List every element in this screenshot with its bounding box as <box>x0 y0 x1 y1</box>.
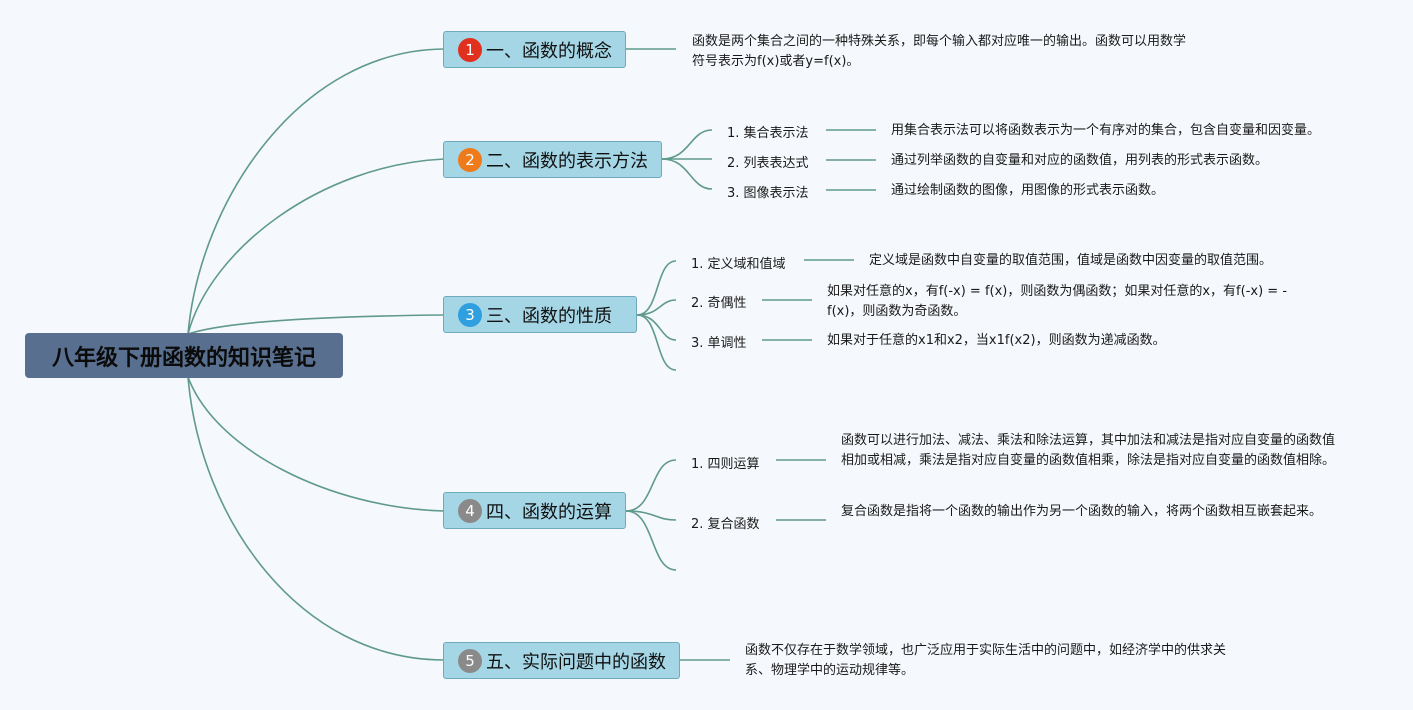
topic-5-title: 五、实际问题中的函数 <box>486 651 666 673</box>
topic-3-item-3-description: 如果对于任意的x1和x2，当x1f(x2)，则函数为递减函数。 <box>827 333 1166 348</box>
connector-topic-2-item-1 <box>661 129 713 160</box>
topic-2-item-2-description: 通过列举函数的自变量和对应的函数值，用列表的形式表示函数。 <box>891 153 1269 168</box>
topic-1-node[interactable]: 1 一、函数的概念 <box>443 31 626 68</box>
number-badge-icon: 4 <box>458 498 482 523</box>
root-node[interactable]: 八年级下册函数的知识笔记 <box>25 333 343 378</box>
root-title: 八年级下册函数的知识笔记 <box>51 345 316 371</box>
number-badge-icon: 1 <box>458 37 482 62</box>
connector-topic-3-item-2 <box>636 299 677 316</box>
topic-2-item-2[interactable]: 2. 列表表达式 <box>727 156 809 171</box>
topic-3-item-1-description: 定义域是函数中自变量的取值范围，值域是函数中因变量的取值范围。 <box>869 253 1273 268</box>
number-badge-icon: 3 <box>458 302 482 327</box>
topic-4-item-2[interactable]: 2. 复合函数 <box>691 517 760 532</box>
connector-root-topic-4 <box>187 376 445 512</box>
topic-3-item-2-description: 如果对任意的x，有f(-x) = f(x)，则函数为偶函数；如果对任意的x，有f… <box>827 284 1288 319</box>
topic-4-item-2-description: 复合函数是指将一个函数的输出作为另一个函数的输入，将两个函数相互嵌套起来。 <box>841 504 1323 519</box>
connector-topic-2-item-3 <box>661 158 713 190</box>
topic-3-item-2[interactable]: 2. 奇偶性 <box>691 296 747 311</box>
number-badge-icon: 2 <box>458 147 482 172</box>
topic-5-node[interactable]: 5 五、实际问题中的函数 <box>443 642 680 679</box>
connector-topic-3-spare <box>636 314 677 371</box>
connector-topic-3-item-1 <box>636 260 677 316</box>
topic-4-item-1-description: 函数可以进行加法、减法、乘法和除法运算，其中加法和减法是指对应自变量的函数值相加… <box>841 433 1336 468</box>
connector-topic-4-item-2 <box>625 510 677 521</box>
topic-3-item-3[interactable]: 3. 单调性 <box>691 336 747 351</box>
topic-2-node[interactable]: 2 二、函数的表示方法 <box>443 141 662 178</box>
connector-topic-4-item-1 <box>625 459 677 512</box>
connector-root-topic-3 <box>187 314 445 335</box>
connector-topic-4-spare <box>625 510 677 571</box>
topic-1-title: 一、函数的概念 <box>486 40 612 62</box>
connector-root-topic-5 <box>187 376 445 661</box>
topic-2-title: 二、函数的表示方法 <box>486 150 648 172</box>
topic-4-item-1[interactable]: 1. 四则运算 <box>691 457 760 472</box>
topic-1-description: 函数是两个集合之间的一种特殊关系，即每个输入都对应唯一的输出。函数可以用数学符号… <box>692 34 1187 69</box>
topic-2-item-3-description: 通过绘制函数的图像，用图像的形式表示函数。 <box>891 183 1165 198</box>
topic-5-description: 函数不仅存在于数学领域，也广泛应用于实际生活中的问题中，如经济学中的供求关系、物… <box>745 643 1227 678</box>
connector-root-topic-2 <box>187 158 445 335</box>
connector-root-topic-1 <box>187 48 445 335</box>
number-badge-icon: 5 <box>458 648 482 673</box>
topic-3-title: 三、函数的性质 <box>486 305 612 327</box>
topic-2-item-3[interactable]: 3. 图像表示法 <box>727 186 809 201</box>
topic-2-item-1[interactable]: 1. 集合表示法 <box>727 126 809 141</box>
topic-3-item-1[interactable]: 1. 定义域和值域 <box>691 257 786 272</box>
topic-4-title: 四、函数的运算 <box>486 501 612 523</box>
connector-topic-3-item-3 <box>636 314 677 341</box>
topic-4-node[interactable]: 4 四、函数的运算 <box>443 492 626 529</box>
topic-2-item-1-description: 用集合表示法可以将函数表示为一个有序对的集合，包含自变量和因变量。 <box>891 123 1321 138</box>
topic-3-node[interactable]: 3 三、函数的性质 <box>443 296 637 333</box>
